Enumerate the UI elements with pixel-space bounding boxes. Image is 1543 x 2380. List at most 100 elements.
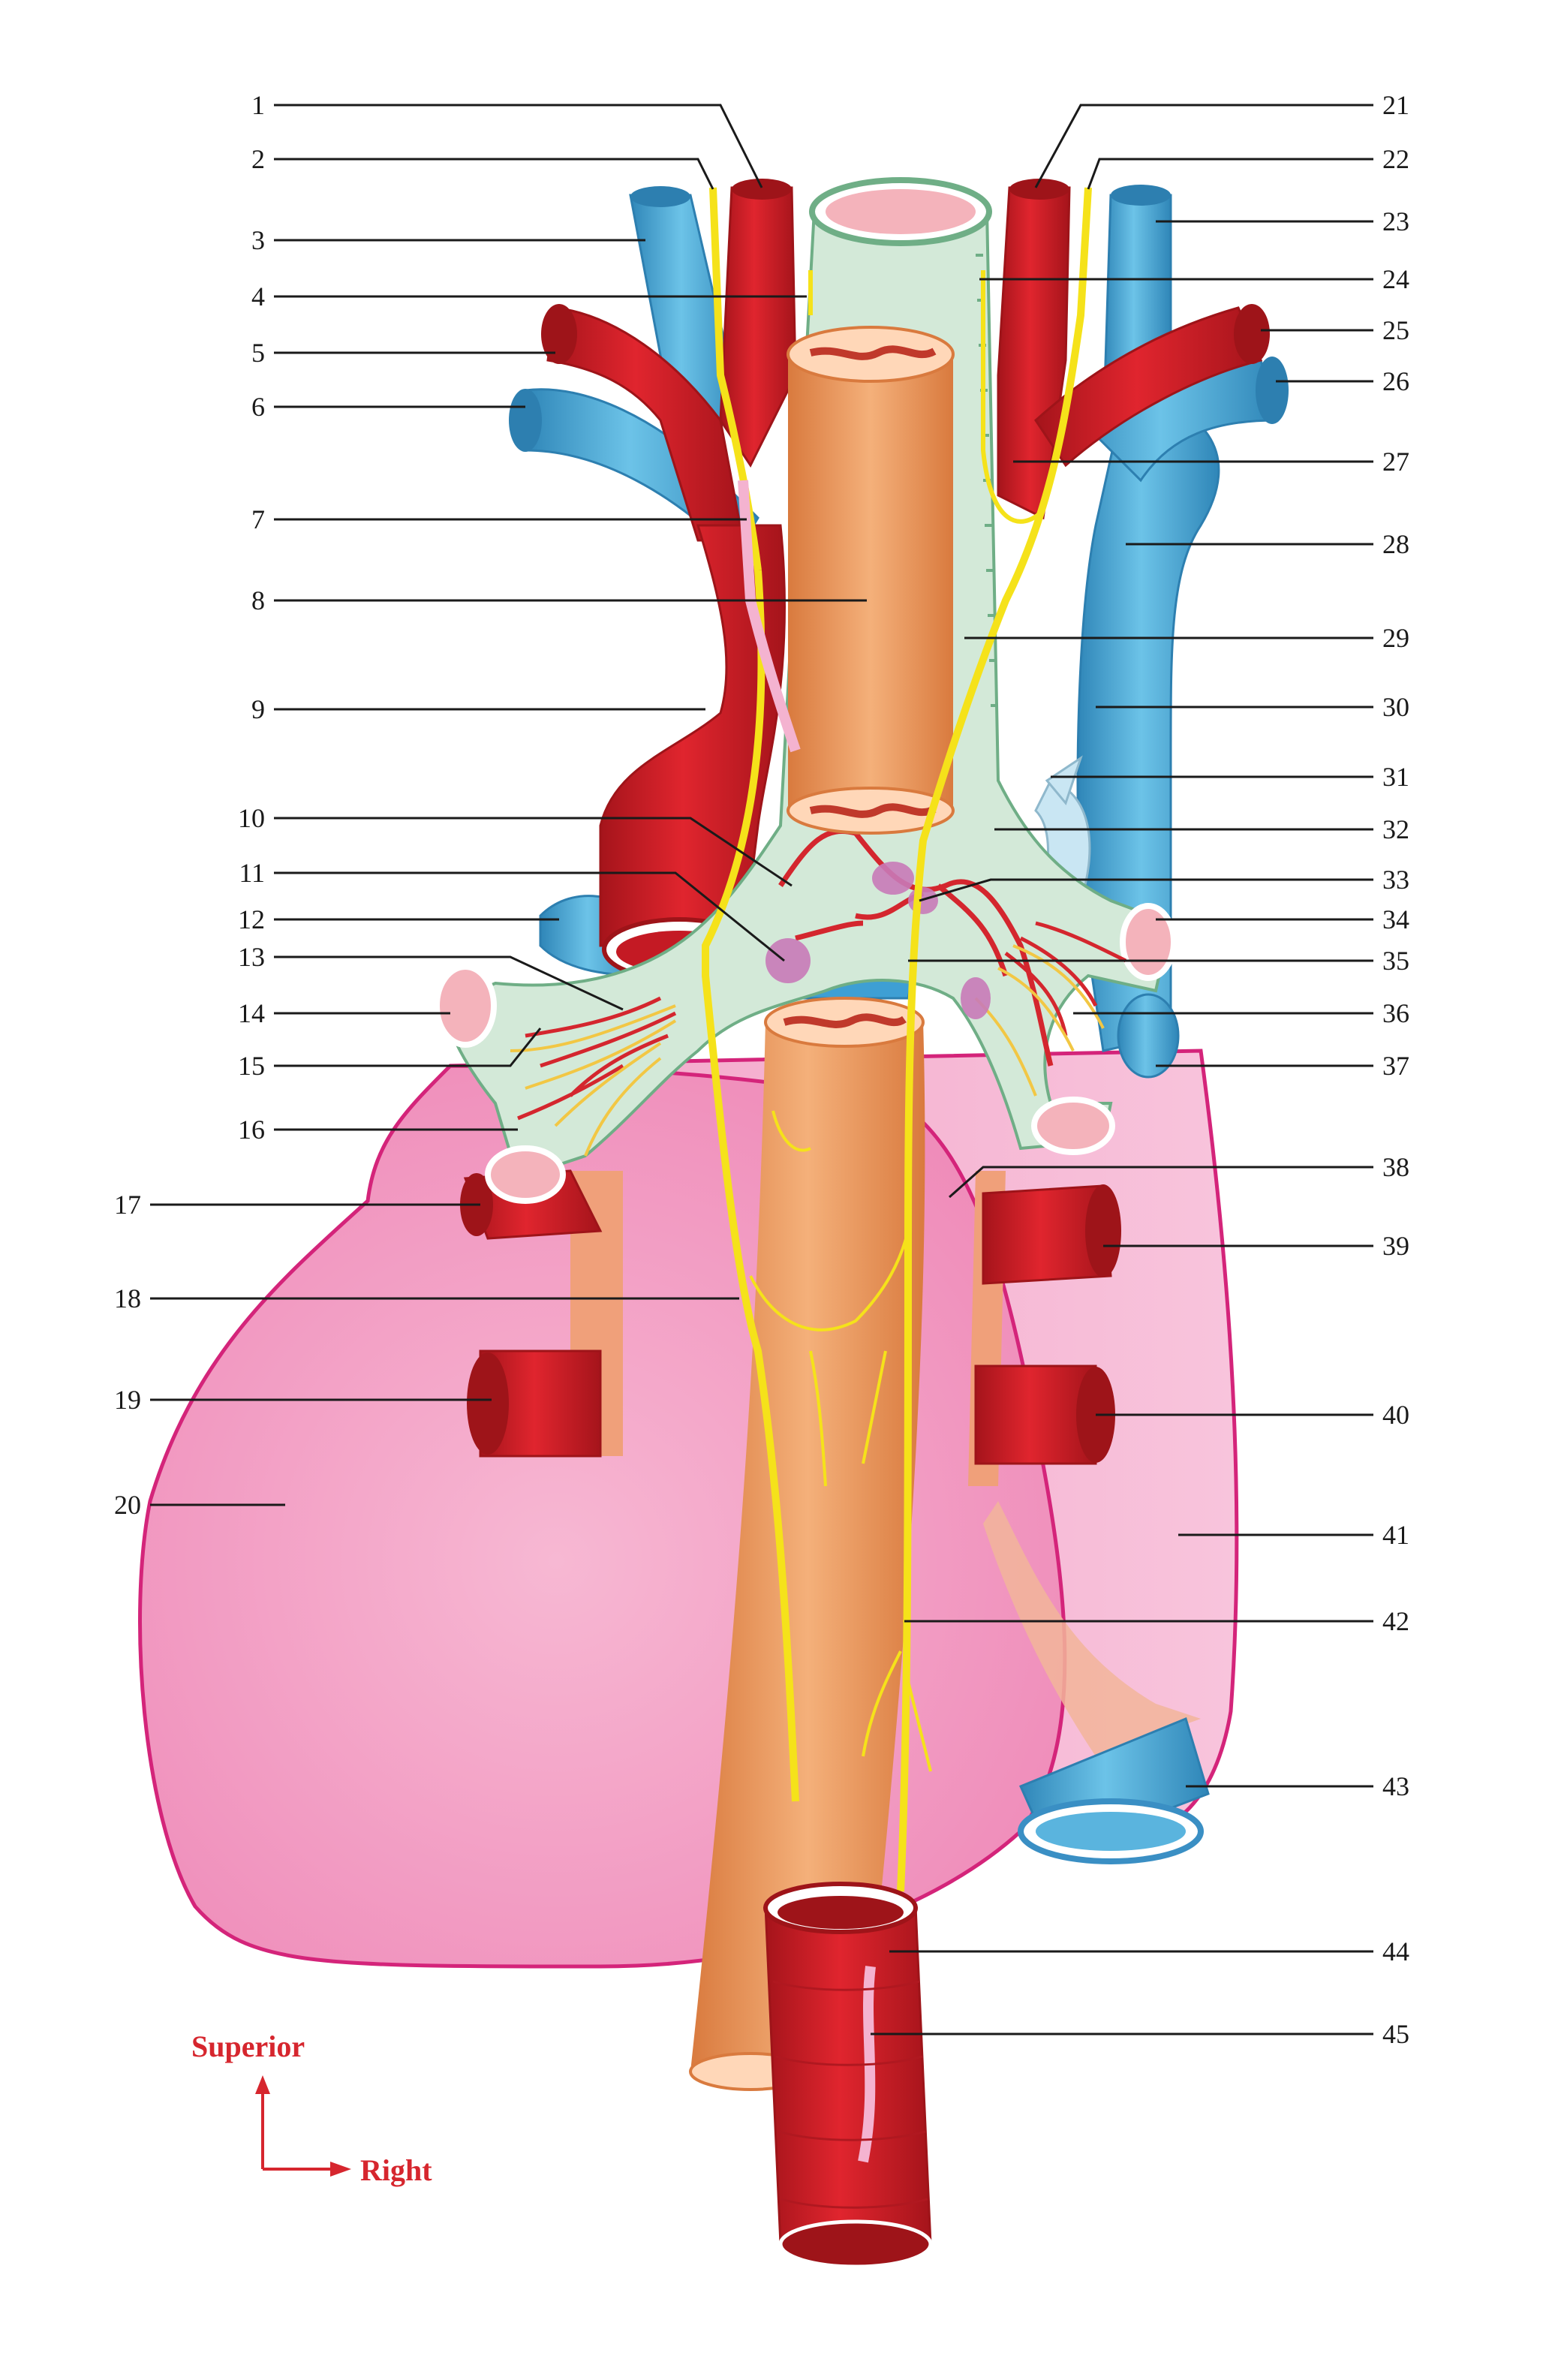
right-pulmonary-vein-37: [1117, 993, 1180, 1079]
esophagus-upper-bottom-lumen: [809, 803, 937, 818]
leader-line-2: [274, 158, 714, 190]
label-11: 11: [239, 858, 265, 888]
orientation-indicator: Superior Right: [191, 2029, 432, 2187]
label-32: 32: [1382, 814, 1409, 844]
left-subclavian-artery: [546, 306, 744, 542]
right-label: Right: [360, 2153, 432, 2187]
right-lower-pulmonary-vein: [974, 1365, 1097, 1465]
label-27: 27: [1382, 447, 1409, 477]
label-9: 9: [251, 694, 265, 724]
azygos-arrow: [1045, 755, 1083, 806]
thoracic-duct-upper: [738, 480, 801, 753]
leader-line-38: [949, 1166, 1373, 1199]
label-15: 15: [238, 1051, 265, 1081]
leader-line-22: [1087, 158, 1373, 190]
label-41: 41: [1382, 1520, 1409, 1550]
leader-line-10: [274, 817, 793, 887]
label-10: 10: [238, 803, 265, 833]
label-43: 43: [1382, 1771, 1409, 1801]
right-bronchus-end-34: [1120, 903, 1177, 981]
label-7: 7: [251, 504, 265, 534]
lymph-node-11: [765, 938, 811, 983]
label-8: 8: [251, 585, 265, 615]
label-26: 26: [1382, 366, 1409, 396]
llpv-end: [467, 1352, 509, 1455]
label-44: 44: [1382, 1936, 1409, 1966]
esophagus-lower-lumen: [783, 1013, 907, 1028]
label-4: 4: [251, 281, 265, 311]
leader-line-15: [274, 1028, 542, 1067]
trachea-lumen: [826, 189, 976, 234]
esophagus-upper-lumen: [809, 345, 937, 360]
label-30: 30: [1382, 692, 1409, 722]
label-40: 40: [1382, 1400, 1409, 1430]
label-17: 17: [114, 1190, 141, 1220]
lcca-top: [732, 179, 792, 200]
lsa-end: [541, 304, 577, 364]
leader-line-13: [274, 955, 624, 1011]
esophageal-plexus: [749, 1110, 932, 1772]
aorta-rings: [772, 1980, 928, 2209]
esophagus-upper-segment: [788, 353, 953, 811]
label-38: 38: [1382, 1152, 1409, 1182]
label-39: 39: [1382, 1231, 1409, 1261]
label-13: 13: [238, 942, 265, 972]
descending-aorta-body: [764, 1905, 932, 2246]
right-subclavian-artery: [1034, 306, 1263, 468]
label-layer: 1234567891011121314151617181920212223242…: [114, 90, 1409, 2049]
label-24: 24: [1382, 264, 1409, 294]
esophagus-lower-segment: [690, 1021, 925, 2072]
label-28: 28: [1382, 529, 1409, 559]
label-16: 16: [238, 1115, 265, 1145]
rupv-end: [1085, 1184, 1121, 1277]
label-18: 18: [114, 1283, 141, 1313]
right-common-carotid-artery: [997, 186, 1071, 520]
label-34: 34: [1382, 904, 1409, 934]
label-21: 21: [1382, 90, 1409, 120]
right-vagus-nerve: [897, 187, 1092, 1892]
label-6: 6: [251, 392, 265, 422]
label-14: 14: [238, 998, 265, 1028]
leader-lines: [150, 104, 1373, 2035]
descending-aorta-top-inner: [778, 1896, 904, 1929]
label-42: 42: [1382, 1606, 1409, 1636]
left-vagus-nerve: [702, 187, 799, 1802]
superior-arrowhead-icon: [255, 2075, 270, 2094]
label-37: 37: [1382, 1051, 1409, 1081]
left-bcv-end: [509, 389, 542, 452]
superior-vena-cava: [1076, 389, 1220, 1052]
descending-aorta-bottom: [778, 2219, 933, 2269]
right-brachiocephalic-vein-end: [1256, 357, 1289, 424]
leader-line-33: [919, 878, 1373, 902]
left-bronchus-end-16: [485, 1145, 566, 1204]
superior-label: Superior: [191, 2029, 305, 2063]
rsa-end: [1234, 304, 1270, 364]
label-45: 45: [1382, 2019, 1409, 2049]
aortic-arch: [599, 524, 787, 947]
rcca-top: [1009, 179, 1069, 200]
label-31: 31: [1382, 762, 1409, 792]
nerves: [702, 187, 1092, 1892]
lymph-node-33a: [872, 862, 914, 895]
label-2: 2: [251, 144, 265, 174]
label-29: 29: [1382, 623, 1409, 653]
right-arrowhead-icon: [330, 2162, 351, 2177]
label-25: 25: [1382, 315, 1409, 345]
left-ijv-top: [630, 186, 690, 207]
label-5: 5: [251, 338, 265, 368]
inferior-vena-cava: [1018, 1717, 1210, 1864]
label-36: 36: [1382, 998, 1409, 1028]
leader-line-21: [1034, 104, 1373, 188]
lymph-node-35: [961, 977, 991, 1019]
label-3: 3: [251, 225, 265, 255]
label-12: 12: [238, 904, 265, 934]
ligament-band: [983, 1501, 1201, 1756]
label-19: 19: [114, 1385, 141, 1415]
right-recurrent-laryngeal-nerve: [981, 270, 1045, 524]
mediastinal-details: [510, 829, 1127, 1157]
label-35: 35: [1382, 946, 1409, 976]
right-upper-pulmonary-vein: [982, 1184, 1112, 1285]
right-ijv-top: [1111, 185, 1171, 206]
label-22: 22: [1382, 144, 1409, 174]
